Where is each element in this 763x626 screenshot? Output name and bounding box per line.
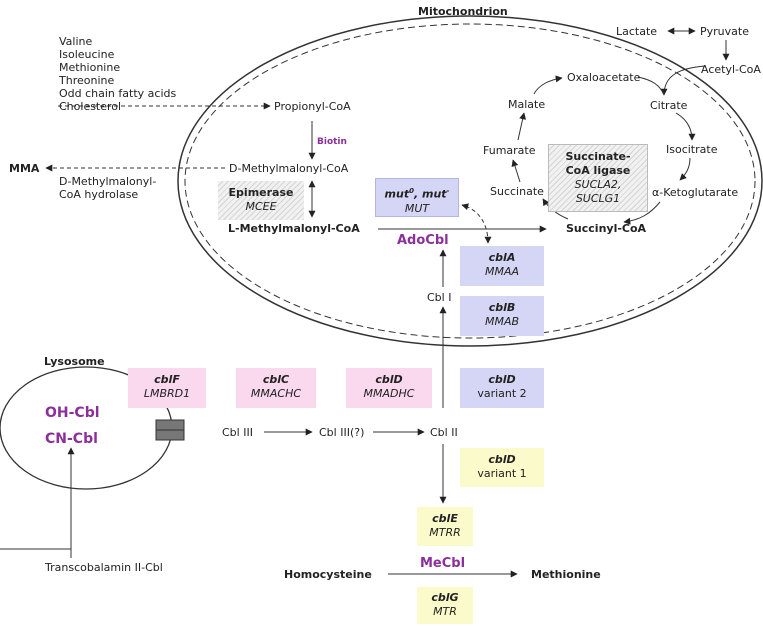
cbla-gene: MMAA bbox=[484, 265, 520, 278]
tca-malate-to-oxaloacetate bbox=[533, 75, 563, 95]
methionine: Methionine bbox=[531, 568, 601, 581]
cblc-enzyme-box: cblC MMACHC bbox=[236, 368, 316, 408]
oh-cbl: OH-Cbl bbox=[45, 405, 100, 421]
cblf-enzyme-box: cblF LMBRD1 bbox=[128, 368, 206, 408]
hydrolase-label-line1: D-Methylmalonyl- bbox=[59, 175, 157, 188]
cbla-enzyme-box: cblA MMAA bbox=[460, 246, 544, 286]
cbld-variant1-label: variant 1 bbox=[477, 467, 527, 480]
mitochondrion-label: Mitochondrion bbox=[418, 5, 508, 18]
cbl-i: Cbl I bbox=[427, 291, 452, 304]
scl-name-line1: Succinate- bbox=[565, 150, 631, 163]
cbld-variant1-box: cblD variant 1 bbox=[460, 448, 544, 487]
cble-gene: MTRR bbox=[429, 526, 461, 539]
precursor-item: Cholesterol bbox=[59, 100, 122, 113]
lysosome-label: Lysosome bbox=[44, 355, 105, 368]
cblf-name: cblF bbox=[154, 373, 180, 386]
mitochondrion-inner-membrane bbox=[184, 23, 756, 339]
homocysteine: Homocysteine bbox=[284, 568, 372, 581]
succinate: Succinate bbox=[490, 185, 544, 198]
cblc-name: cblC bbox=[262, 373, 290, 386]
isocitrate: Isocitrate bbox=[666, 143, 718, 156]
adocbl-label: AdoCbl bbox=[397, 233, 449, 248]
cbl-iii-q: Cbl III(?) bbox=[319, 426, 365, 439]
tca-citrate-to-isocitrate bbox=[675, 112, 696, 141]
epimerase-gene: MCEE bbox=[245, 200, 277, 213]
precursor-item: Odd chain fatty acids bbox=[59, 87, 177, 100]
propionyl-coa: Propionyl-CoA bbox=[274, 100, 351, 113]
malate: Malate bbox=[508, 98, 546, 111]
cblg-gene: MTR bbox=[433, 605, 457, 618]
cbl-ii: Cbl II bbox=[430, 426, 458, 439]
cbld-name: cblD bbox=[375, 373, 403, 386]
cbla-to-mut-dashed bbox=[461, 203, 492, 244]
precursor-item: Isoleucine bbox=[59, 48, 115, 61]
cbld-variant2-name: cblD bbox=[488, 373, 516, 386]
cbld-variant2-label: variant 2 bbox=[477, 387, 527, 400]
mma-label: MMA bbox=[9, 162, 40, 175]
mut-name: mut0, mut- bbox=[384, 187, 450, 201]
cble-enzyme-box: cblE MTRR bbox=[417, 507, 473, 546]
cblf-gene: LMBRD1 bbox=[143, 387, 191, 400]
pyruvate: Pyruvate bbox=[700, 25, 749, 38]
scl-gene-line1: SUCLA2, bbox=[574, 178, 622, 191]
epimerase-enzyme-box: Epimerase MCEE bbox=[218, 181, 304, 220]
d-methylmalonyl-coa: D-Methylmalonyl-CoA bbox=[229, 162, 349, 175]
cbld-gene: MMADHC bbox=[363, 387, 415, 400]
cblb-enzyme-box: cblB MMAB bbox=[460, 296, 544, 336]
tca-fumarate-to-malate bbox=[517, 112, 527, 141]
cblb-gene: MMAB bbox=[484, 315, 520, 328]
cblg-name: cblG bbox=[431, 591, 459, 604]
mecbl-label: MeCbl bbox=[420, 556, 466, 571]
biotin-label: Biotin bbox=[317, 137, 347, 147]
cblc-gene: MMACHC bbox=[250, 387, 302, 400]
cbla-name: cblA bbox=[488, 251, 516, 264]
tca-akg-to-succinylcoa bbox=[623, 201, 661, 225]
cblg-enzyme-box: cblG MTR bbox=[417, 587, 473, 624]
alpha-ketoglutarate: α-Ketoglutarate bbox=[652, 186, 739, 199]
precursor-item: Threonine bbox=[59, 74, 115, 87]
acetyl-coa: Acetyl-CoA bbox=[701, 63, 761, 76]
cblb-name: cblB bbox=[488, 301, 516, 314]
precursor-item: Methionine bbox=[59, 61, 121, 74]
tca-isocitrate-to-akg bbox=[679, 157, 691, 181]
hydrolase-label-line2: CoA hydrolase bbox=[59, 188, 139, 201]
epimerase-name: Epimerase bbox=[228, 186, 294, 199]
scl-name-line2: CoA ligase bbox=[565, 164, 631, 177]
succinyl-coa: Succinyl-CoA bbox=[566, 222, 647, 235]
cbld-variant2-box: cblD variant 2 bbox=[460, 368, 544, 408]
cbld-enzyme-box: cblD MMADHC bbox=[346, 368, 432, 408]
l-methylmalonyl-coa: L-Methylmalonyl-CoA bbox=[228, 222, 360, 235]
transcobalamin-cbl: Transcobalamin II-Cbl bbox=[45, 561, 163, 574]
succinate-coa-ligase-box: Succinate- CoA ligase SUCLA2, SUCLG1 bbox=[548, 144, 648, 212]
tca-oxaloacetate-to-citrate bbox=[637, 76, 665, 96]
fumarate: Fumarate bbox=[483, 144, 536, 157]
cble-name: cblE bbox=[432, 512, 458, 525]
cn-cbl: CN-Cbl bbox=[45, 431, 98, 447]
lactate: Lactate bbox=[616, 25, 658, 38]
cbl-iii: Cbl III bbox=[222, 426, 253, 439]
precursor-item: Valine bbox=[59, 35, 93, 48]
tca-acetyl-to-citrate bbox=[660, 65, 706, 96]
tca-succinate-to-fumarate bbox=[511, 159, 521, 183]
mut-enzyme-box: mut0, mut- MUT bbox=[375, 178, 459, 217]
cbld-variant1-name: cblD bbox=[488, 453, 516, 466]
scl-gene-line2: SUCLG1 bbox=[575, 192, 621, 205]
citrate: Citrate bbox=[650, 99, 688, 112]
mitochondrion-outer-membrane bbox=[177, 15, 763, 347]
precursor-list: Valine Isoleucine Methionine Threonine O… bbox=[59, 35, 176, 113]
oxaloacetate: Oxaloacetate bbox=[567, 71, 641, 84]
mut-gene: MUT bbox=[404, 201, 430, 215]
